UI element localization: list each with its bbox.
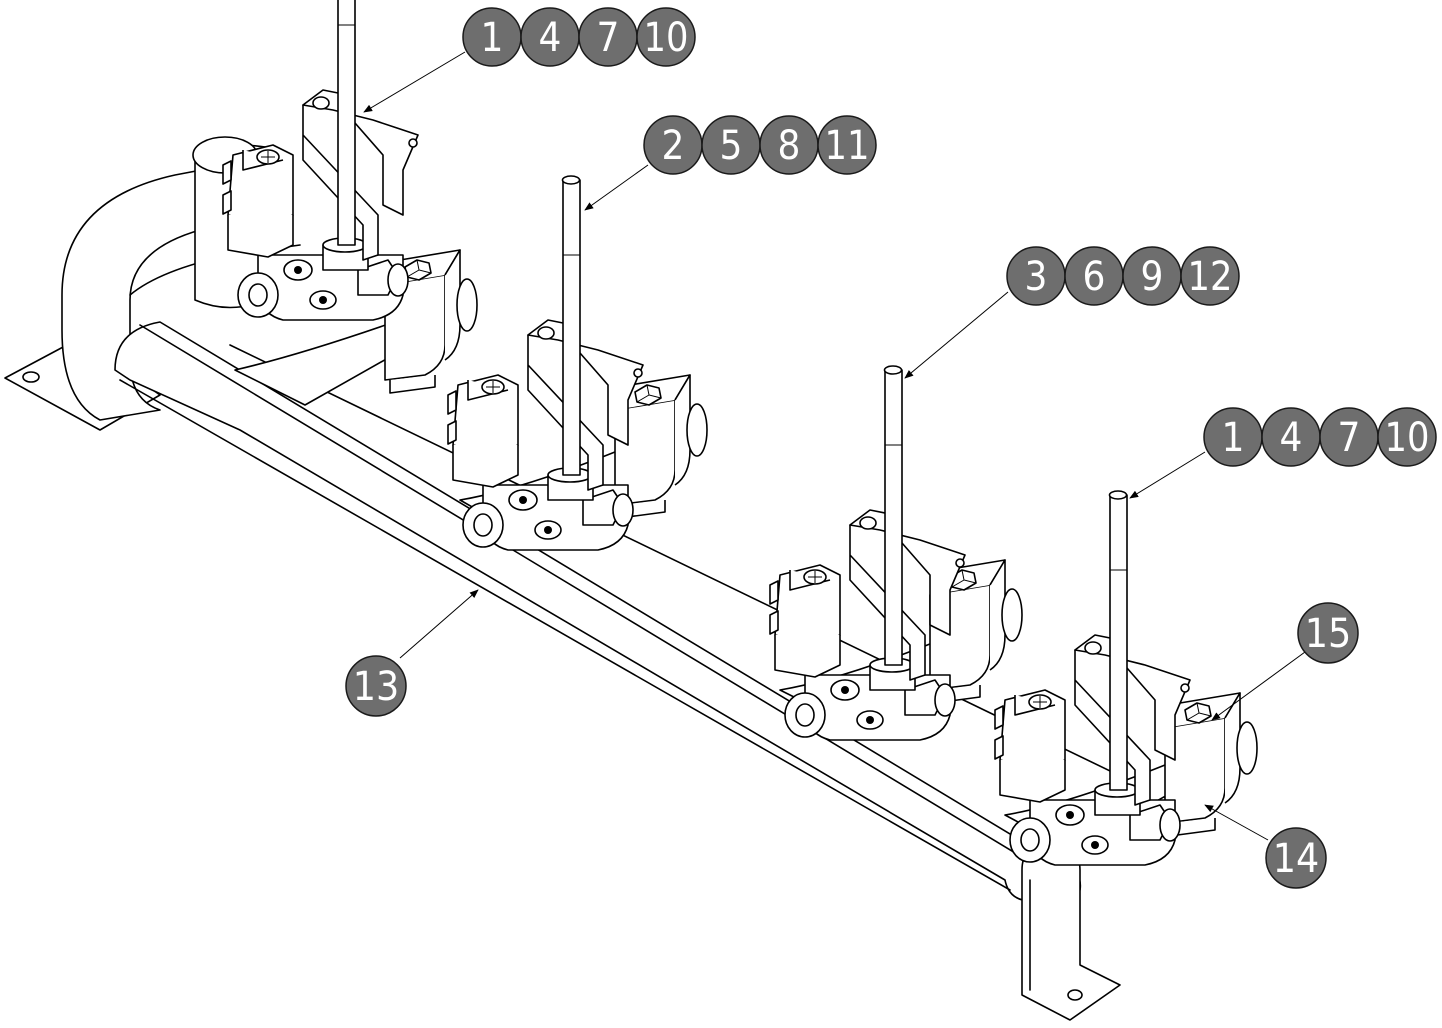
callout-number: 10 <box>1385 415 1430 461</box>
callout-number: 8 <box>778 123 801 169</box>
callout-number: 9 <box>1141 254 1164 300</box>
callout-bubble <box>345 655 407 717</box>
callout-number: 7 <box>597 15 620 61</box>
callout-number: 1 <box>481 15 504 61</box>
callout-number: 1 <box>1222 415 1245 461</box>
callout-number: 3 <box>1025 254 1048 300</box>
callout-bubble <box>636 7 696 67</box>
callout-number: 2 <box>662 123 685 169</box>
callout-number: 7 <box>1338 415 1361 461</box>
callout-bubble <box>1377 407 1437 467</box>
callout-number: 11 <box>825 123 870 169</box>
callout-bubble <box>1297 602 1359 664</box>
callout-bubble <box>1265 827 1327 889</box>
leader-lines <box>363 51 1306 841</box>
callout-number: 4 <box>1280 415 1303 461</box>
callout-number: 6 <box>1083 254 1106 300</box>
callout-number: 10 <box>644 15 689 61</box>
callout-number: 15 <box>1305 611 1352 657</box>
callout-bubble <box>1180 246 1240 306</box>
callout-number: 13 <box>353 664 400 710</box>
callout-c-13: 13 <box>345 655 407 717</box>
callout-number: 14 <box>1273 836 1320 882</box>
callout-number: 4 <box>539 15 562 61</box>
callout-number: 5 <box>720 123 743 169</box>
callout-c-15: 15 <box>1297 602 1359 664</box>
callout-bubble <box>817 115 877 175</box>
callout-number: 12 <box>1188 254 1233 300</box>
callout-c-14: 14 <box>1265 827 1327 889</box>
